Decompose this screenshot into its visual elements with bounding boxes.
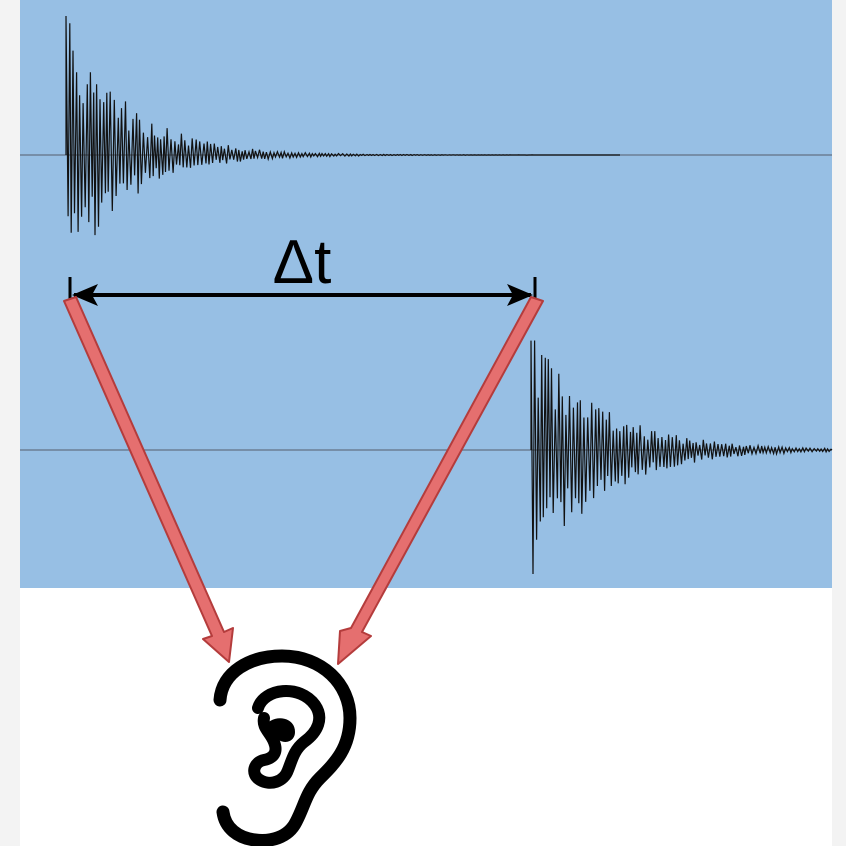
- ear-icon: [213, 649, 357, 846]
- arrow-direct-to-ear: [63, 296, 234, 663]
- arrow-delayed-to-ear: [337, 296, 544, 665]
- measurement-arrowhead-right: [507, 284, 533, 306]
- measurement-arrowhead-left: [72, 284, 98, 306]
- direct-sound-waveform: [65, 15, 620, 236]
- delayed-sound-waveform: [530, 340, 833, 575]
- delta-t-label: Δt: [273, 228, 332, 297]
